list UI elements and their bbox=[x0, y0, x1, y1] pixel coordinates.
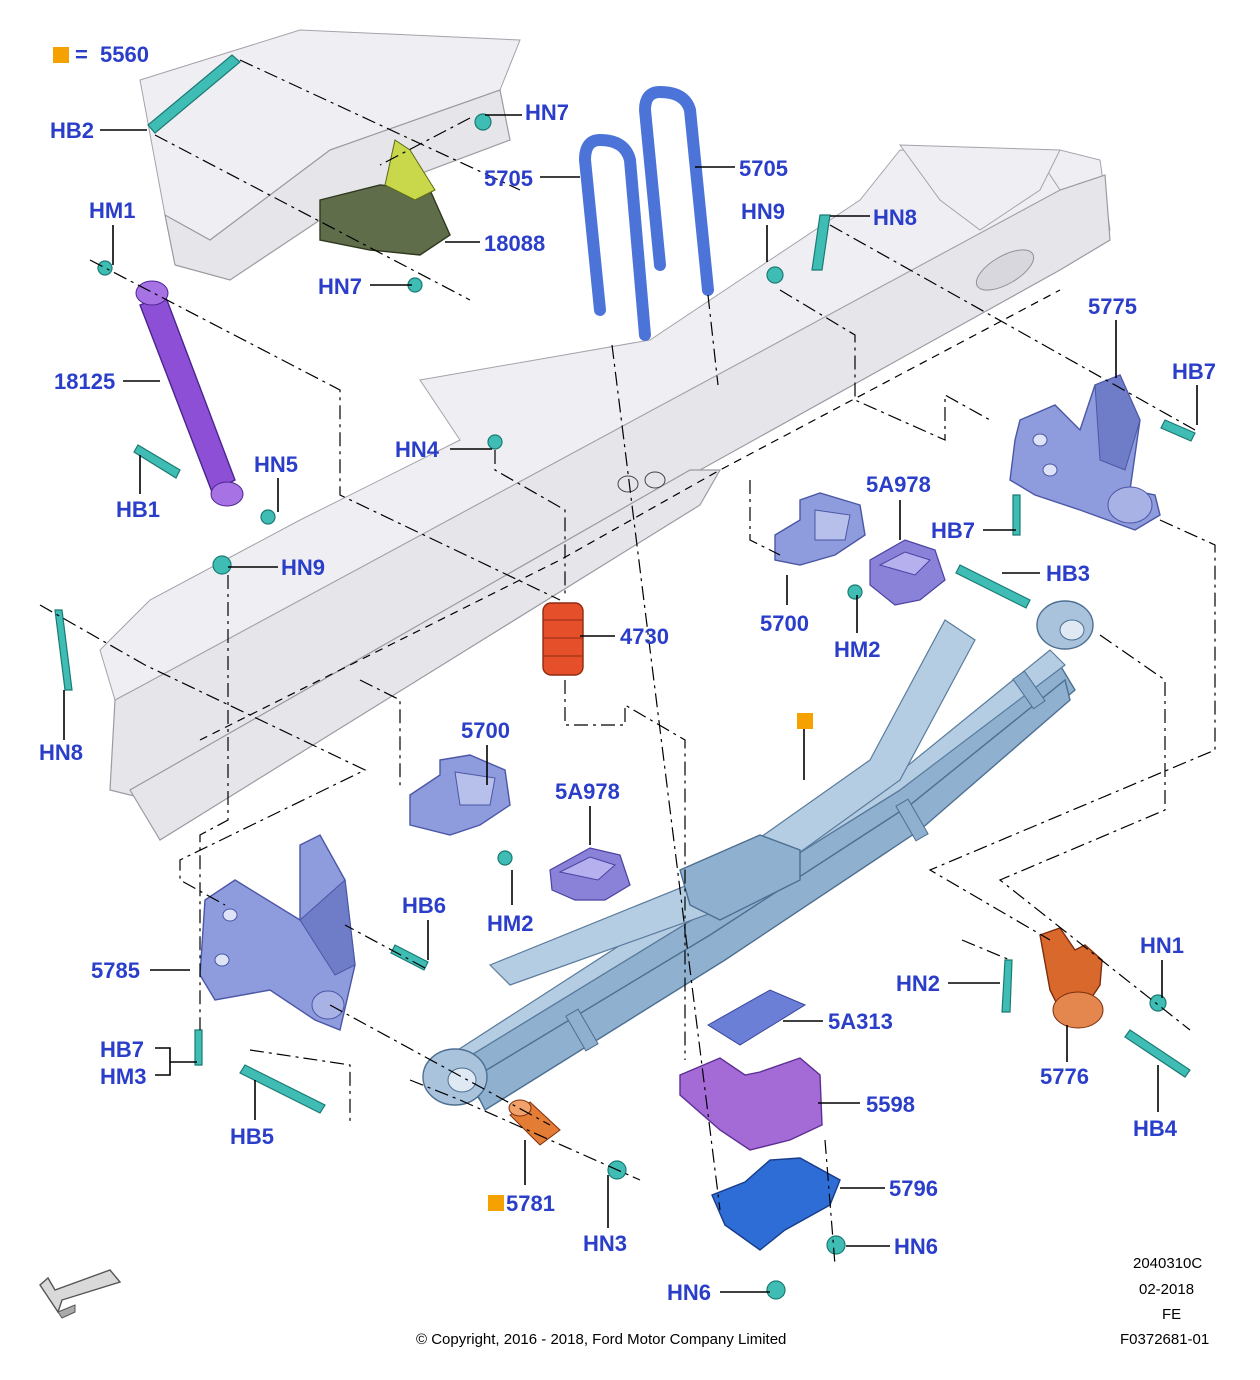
bolt-hb2 bbox=[147, 54, 241, 134]
footer-figure: F0372681-01 bbox=[1120, 1331, 1209, 1348]
bushing-5781 bbox=[508, 1099, 561, 1146]
label-leaders bbox=[63, 114, 1198, 1293]
footer-code: 2040310C bbox=[1133, 1255, 1202, 1272]
nut-hn1 bbox=[1149, 994, 1167, 1012]
label-hn2: HN2 bbox=[896, 971, 940, 996]
bolt-hb7-left bbox=[194, 1029, 203, 1066]
rear-hanger-5775 bbox=[1009, 374, 1161, 531]
label-4730: 4730 bbox=[620, 624, 669, 649]
label-hn3: HN3 bbox=[583, 1231, 627, 1256]
label-5775: 5775 bbox=[1088, 294, 1137, 319]
spring-seat-5700-right bbox=[774, 492, 866, 566]
label-hn6-bottom: HN6 bbox=[667, 1280, 711, 1305]
nut-hn4 bbox=[487, 434, 503, 450]
label-5705-left: 5705 bbox=[484, 166, 533, 191]
leaf-spring-5560 bbox=[422, 600, 1094, 1112]
label-hb3: HB3 bbox=[1046, 561, 1090, 586]
nut-hn6-right bbox=[826, 1235, 846, 1255]
label-18125: 18125 bbox=[54, 369, 115, 394]
front-direction-arrow-icon bbox=[39, 1269, 122, 1319]
label-hb1: HB1 bbox=[116, 497, 160, 522]
pad-5a978-left bbox=[549, 847, 631, 901]
link-hn8-left bbox=[54, 609, 73, 691]
label-hb5: HB5 bbox=[230, 1124, 274, 1149]
front-hanger-5785 bbox=[199, 834, 356, 1031]
label-5796: 5796 bbox=[889, 1176, 938, 1201]
bolt-hb5 bbox=[239, 1064, 326, 1114]
label-hm2-left: HM2 bbox=[487, 911, 533, 936]
label-hn6-right: HN6 bbox=[894, 1234, 938, 1259]
bump-stop-bracket-18088 bbox=[319, 139, 451, 256]
spacer-5598 bbox=[679, 1057, 823, 1151]
pad-5a978-right bbox=[869, 539, 946, 606]
label-hn5: HN5 bbox=[254, 452, 298, 477]
label-5781: 5781 bbox=[506, 1191, 555, 1216]
nut-hn9-top bbox=[766, 266, 784, 284]
label-5700-left: 5700 bbox=[461, 718, 510, 743]
spring-marker-square bbox=[797, 713, 813, 729]
label-5598: 5598 bbox=[866, 1092, 915, 1117]
nut-hn5 bbox=[260, 509, 276, 525]
label-hb7-mid: HB7 bbox=[931, 518, 975, 543]
label-hn4: HN4 bbox=[395, 437, 440, 462]
label-hm3: HM3 bbox=[100, 1064, 146, 1089]
legend-equals: = bbox=[75, 42, 88, 67]
label-hn7-top: HN7 bbox=[525, 100, 569, 125]
u-bolt-5705-left bbox=[578, 133, 651, 341]
label-hb4: HB4 bbox=[1133, 1116, 1178, 1141]
footer-date: 02-2018 bbox=[1139, 1281, 1194, 1298]
label-hn8-left: HN8 bbox=[39, 740, 83, 765]
nut-hn6-bottom bbox=[766, 1280, 786, 1300]
label-5a978-left: 5A978 bbox=[555, 779, 620, 804]
fasteners bbox=[54, 54, 1196, 1300]
vehicle-frame bbox=[99, 29, 1111, 841]
spring-seat-5700-left bbox=[409, 754, 511, 836]
label-hm1: HM1 bbox=[89, 198, 135, 223]
label-hn9-left: HN9 bbox=[281, 555, 325, 580]
tie-plate-5796 bbox=[711, 1157, 841, 1251]
label-hb7-right: HB7 bbox=[1172, 359, 1216, 384]
label-hn8-top: HN8 bbox=[873, 205, 917, 230]
label-hb7-left: HB7 bbox=[100, 1037, 144, 1062]
footer-region: FE bbox=[1162, 1306, 1181, 1323]
label-5a313: 5A313 bbox=[828, 1009, 893, 1034]
bolt-hb7-right bbox=[1160, 419, 1196, 442]
label-hn1: HN1 bbox=[1140, 933, 1184, 958]
legend-part-number: 5560 bbox=[100, 42, 149, 67]
clip-hn2 bbox=[1001, 959, 1013, 1013]
bolt-hb1 bbox=[133, 444, 181, 479]
bolt-hb4 bbox=[1124, 1029, 1191, 1078]
nut-hm2-left bbox=[497, 850, 513, 866]
bolt-hb3 bbox=[955, 564, 1031, 609]
label-hb6: HB6 bbox=[402, 893, 446, 918]
nut-hn9-left bbox=[212, 555, 232, 575]
u-bolt-5705-right bbox=[638, 85, 714, 296]
legend-marker-square bbox=[53, 47, 69, 63]
bump-stop-4730 bbox=[542, 602, 584, 676]
label-hn7-mid: HN7 bbox=[318, 274, 362, 299]
shock-absorber-18125 bbox=[135, 280, 244, 507]
nut-hn7-top bbox=[474, 113, 492, 131]
plate-5a313 bbox=[707, 989, 807, 1046]
footer-copyright: © Copyright, 2016 - 2018, Ford Motor Com… bbox=[416, 1331, 786, 1348]
label-5705-right: 5705 bbox=[739, 156, 788, 181]
part-labels: HB2 HN7 HM1 HN7 5705 5705 18088 HN9 HN8 … bbox=[39, 100, 1216, 1305]
bushing-marker-square bbox=[488, 1195, 504, 1211]
label-hn9-top: HN9 bbox=[741, 199, 785, 224]
link-hn8-top bbox=[811, 214, 831, 271]
shackle-5776 bbox=[1039, 927, 1104, 1029]
label-hb2: HB2 bbox=[50, 118, 94, 143]
nut-hm1 bbox=[97, 260, 113, 276]
nut-hm2-right bbox=[847, 584, 863, 600]
label-hm2-right: HM2 bbox=[834, 637, 880, 662]
label-5a978-right: 5A978 bbox=[866, 472, 931, 497]
label-5700-right: 5700 bbox=[760, 611, 809, 636]
label-5776: 5776 bbox=[1040, 1064, 1089, 1089]
bolt-hb7-mid bbox=[1012, 494, 1021, 536]
alignment-lines bbox=[39, 59, 1216, 1266]
label-5785: 5785 bbox=[91, 958, 140, 983]
label-18088: 18088 bbox=[484, 231, 545, 256]
